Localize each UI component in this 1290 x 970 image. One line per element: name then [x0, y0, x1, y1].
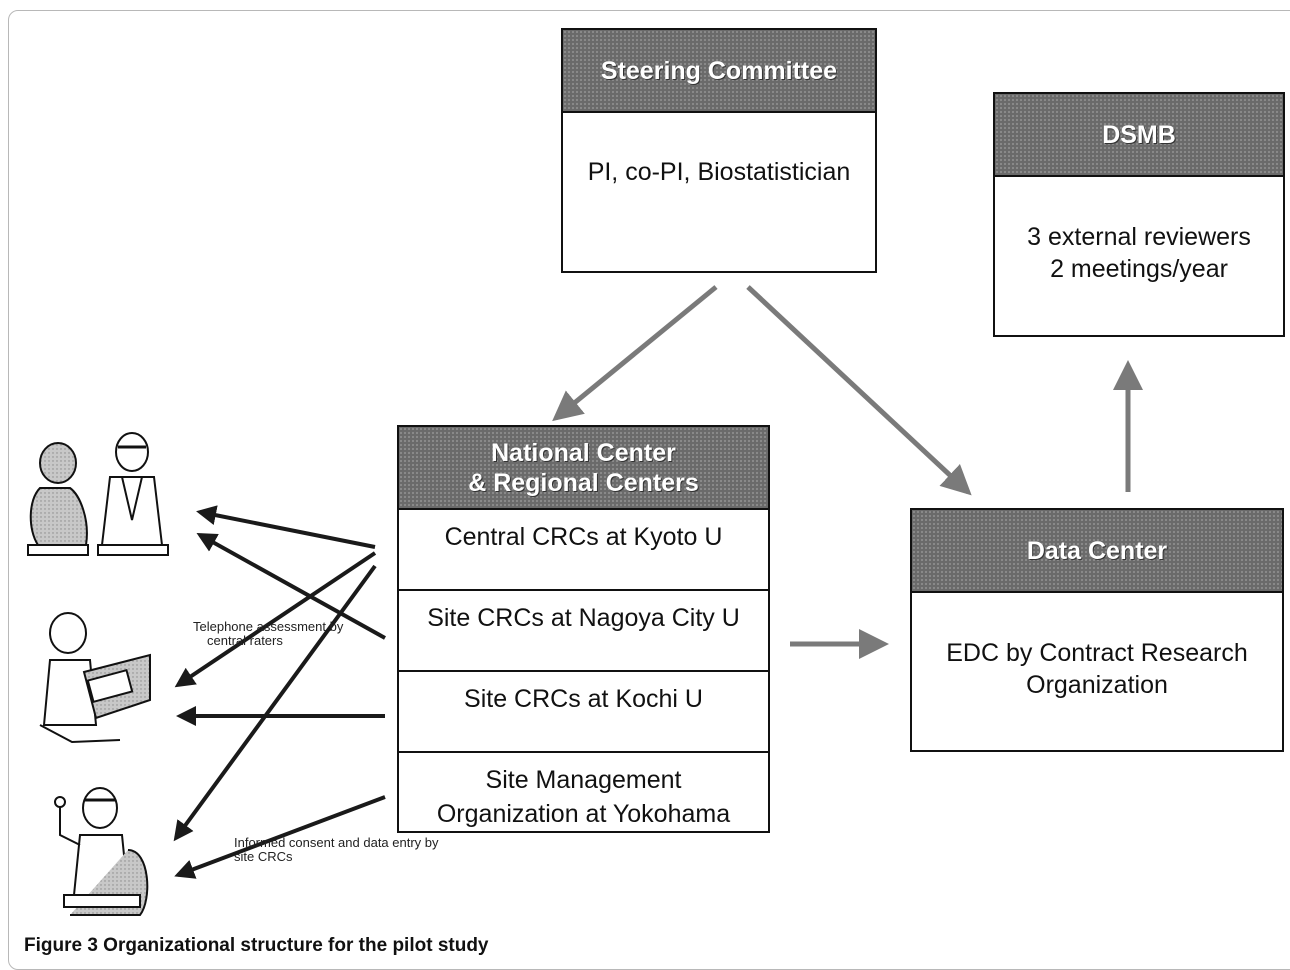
data-center-title: Data Center [912, 510, 1282, 593]
dsmb-meetings: 2 meetings/year [1050, 255, 1228, 283]
steering-committee-members: PI, co-PI, Biostatistician [587, 158, 851, 186]
telephone-label-line1: Telephone assessment by [193, 619, 344, 634]
arrow-steering-to-data-center [746, 285, 972, 496]
patient-and-doctor-illustration [27, 432, 169, 556]
row-nagoya: Site CRCs at Nagoya City U [399, 591, 768, 672]
arrow-to-rater-1 [174, 551, 377, 688]
row-kyoto: Central CRCs at Kyoto U [399, 510, 768, 591]
national-center-box: National Center & Regional Centers Centr… [397, 425, 770, 833]
arrow-to-patient-2 [196, 533, 386, 640]
dsmb-reviewers: 3 external reviewers [1027, 223, 1251, 251]
central-rater-illustration [39, 612, 151, 744]
arrow-to-patient-1 [196, 505, 376, 549]
consent-label-line2: site CRCs [234, 849, 293, 864]
telephone-assessment-label: Telephone assessment by central raters [193, 620, 343, 648]
data-center-box: Data Center EDC by Contract Research Org… [910, 508, 1284, 752]
data-center-line1: EDC by Contract Research [946, 639, 1248, 667]
steering-committee-title: Steering Committee [563, 30, 875, 113]
arrow-steering-to-national [552, 285, 718, 422]
national-center-title: National Center & Regional Centers [399, 427, 768, 510]
arrow-to-doctor-1 [173, 564, 377, 842]
data-center-line2: Organization [1026, 671, 1168, 699]
national-center-title-line1: National Center [491, 438, 676, 467]
telephone-label-line2: central raters [207, 633, 283, 648]
dsmb-title: DSMB [995, 94, 1283, 177]
informed-consent-label: Informed consent and data entry by site … [234, 836, 439, 864]
row-yokohama-line1: Site Management [485, 766, 682, 794]
dsmb-box: DSMB 3 external reviewers 2 meetings/yea… [993, 92, 1285, 337]
data-center-details: EDC by Contract Research Organization [912, 593, 1282, 701]
row-kochi: Site CRCs at Kochi U [399, 672, 768, 753]
arrow-to-doctor-2 [174, 795, 386, 879]
national-center-title-line2: & Regional Centers [468, 468, 699, 497]
figure-caption: Figure 3 Organizational structure for th… [24, 935, 489, 956]
row-yokohama-line2: Organization at Yokohama [436, 800, 731, 828]
dsmb-details: 3 external reviewers 2 meetings/year [995, 177, 1283, 285]
site-doctor-illustration [54, 787, 149, 916]
steering-committee-box: Steering Committee PI, co-PI, Biostatist… [561, 28, 877, 273]
consent-label-line1: Informed consent and data entry by [234, 835, 439, 850]
row-yokohama: Site Management Organization at Yokohama [399, 753, 768, 831]
